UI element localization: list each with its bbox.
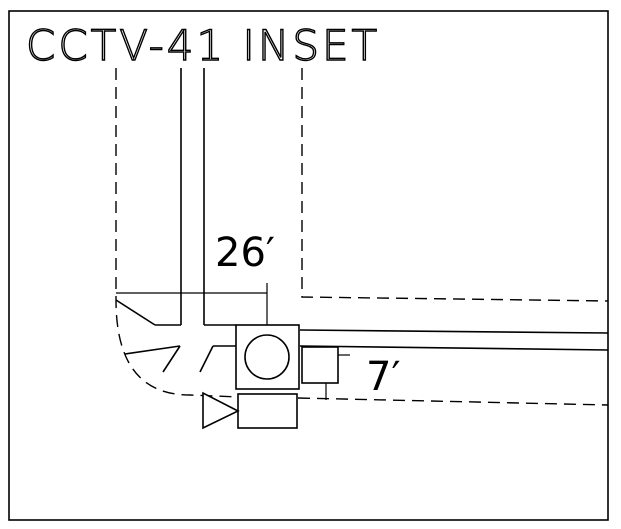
inset-border <box>8 10 609 521</box>
curb-line-left <box>115 68 239 398</box>
curb-line-upper-right <box>301 68 609 302</box>
corner-diagonal-lower <box>124 345 181 355</box>
road-line-horizontal-2 <box>299 345 609 351</box>
controller-cabinet <box>301 346 339 384</box>
inset-title: CCTV-41 INSET <box>26 21 380 70</box>
curb-line-bottom-right <box>297 397 609 406</box>
corner-diagonal-upper <box>115 299 156 326</box>
corner-diagonal-lower-2 <box>162 345 181 373</box>
camera-pole-icon <box>244 334 290 380</box>
dimension-label-horizontal: 26′ <box>215 230 275 276</box>
road-line-horizontal-1 <box>299 329 609 334</box>
camera-direction-icon <box>202 391 240 430</box>
corner-diagonal-right <box>199 345 214 373</box>
camera-housing <box>237 393 298 429</box>
dimension-label-vertical: 7′ <box>366 354 401 400</box>
